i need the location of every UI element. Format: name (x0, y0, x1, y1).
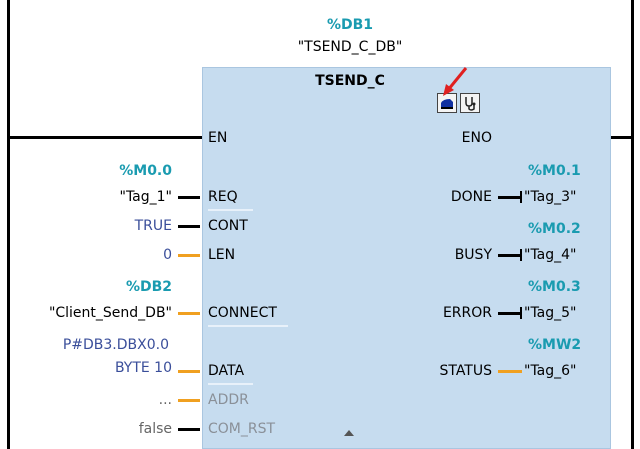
data-value-line1[interactable]: P#DB3.DBX0.0 (62, 337, 169, 353)
pin-cont[interactable]: CONT (208, 218, 248, 234)
pin-busy[interactable]: BUSY (454, 247, 492, 263)
busy-address: %M0.2 (528, 221, 581, 237)
com-rst-value[interactable]: false (138, 421, 172, 437)
done-wire (498, 196, 522, 199)
pin-underline (208, 325, 288, 327)
addr-value[interactable]: ... (158, 392, 172, 408)
expand-collapse-chevron-icon[interactable] (344, 430, 354, 436)
done-wire-end (520, 191, 522, 203)
done-tag[interactable]: "Tag_3" (524, 189, 577, 205)
instance-db-address: %DB1 (326, 17, 374, 33)
error-wire-end (520, 307, 522, 319)
status-wire (498, 370, 522, 373)
data-value-line2[interactable]: BYTE 10 (114, 360, 172, 376)
pin-req[interactable]: REQ (208, 189, 238, 205)
eno-wire (611, 136, 633, 139)
cont-value[interactable]: TRUE (134, 218, 172, 234)
req-tag[interactable]: "Tag_1" (119, 189, 173, 205)
en-wire (8, 136, 202, 139)
req-address: %M0.0 (119, 163, 172, 179)
pin-status[interactable]: STATUS (439, 363, 492, 379)
done-address: %M0.1 (528, 163, 581, 179)
block-title: TSEND_C (315, 73, 385, 89)
busy-tag[interactable]: "Tag_4" (524, 247, 577, 263)
instance-db-name[interactable]: "TSEND_C_DB" (297, 39, 403, 55)
pin-underline (208, 209, 253, 211)
pin-data[interactable]: DATA (208, 363, 245, 379)
pin-eno[interactable]: ENO (461, 130, 492, 146)
error-wire (498, 312, 522, 315)
pin-len[interactable]: LEN (208, 247, 236, 263)
error-tag[interactable]: "Tag_5" (524, 305, 577, 321)
len-value[interactable]: 0 (163, 247, 172, 263)
pin-addr[interactable]: ADDR (208, 392, 249, 408)
status-address: %MW2 (528, 337, 582, 353)
connect-address: %DB2 (125, 279, 172, 295)
pin-com-rst[interactable]: COM_RST (208, 421, 276, 437)
len-wire (178, 254, 200, 257)
addr-wire (178, 399, 200, 402)
right-power-rail (631, 0, 634, 449)
pin-done[interactable]: DONE (450, 189, 492, 205)
pin-en[interactable]: EN (208, 130, 228, 146)
pin-error[interactable]: ERROR (442, 305, 492, 321)
red-arrow-annotation (443, 67, 468, 96)
diagnostics-stethoscope-icon[interactable] (460, 93, 480, 113)
tsend-c-block[interactable] (202, 67, 611, 449)
pin-underline (208, 383, 253, 385)
status-tag[interactable]: "Tag_6" (524, 363, 577, 379)
pin-connect[interactable]: CONNECT (208, 305, 277, 321)
data-wire (178, 370, 200, 373)
connect-tag[interactable]: "Client_Send_DB" (48, 305, 172, 321)
connect-wire (178, 312, 200, 315)
busy-wire (498, 254, 522, 257)
cont-wire (178, 225, 200, 228)
req-wire (178, 196, 200, 199)
busy-wire-end (520, 249, 522, 261)
left-power-rail (7, 0, 10, 449)
com-rst-wire (178, 428, 200, 431)
error-address: %M0.3 (528, 279, 581, 295)
